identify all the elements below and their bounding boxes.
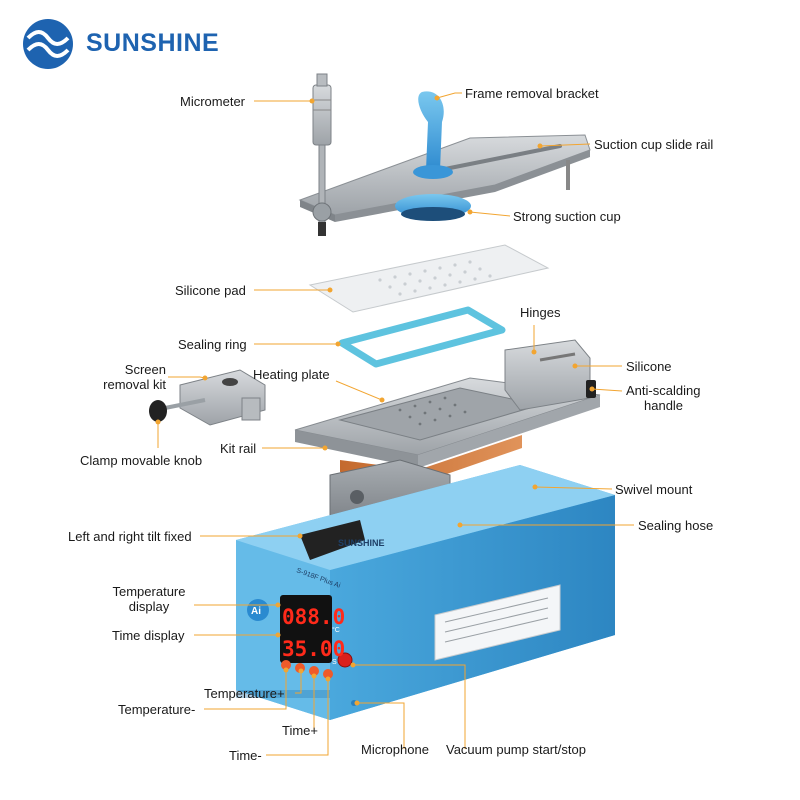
- device-body: [236, 465, 615, 720]
- label-screen-removal-kit-line1: Screen: [124, 362, 166, 377]
- ai-badge: Ai: [251, 606, 261, 617]
- label-temperature-display-line2: display: [128, 599, 170, 614]
- label-temperature-minus: Temperature-: [118, 702, 196, 717]
- label-time-plus: Time+: [282, 723, 318, 738]
- screen-removal-kit-part: [149, 369, 266, 426]
- time-unit: S: [332, 659, 337, 666]
- label-temperature-plus: Temperature+: [204, 686, 285, 701]
- leader-lines: [157, 92, 634, 756]
- label-microphone: Microphone: [361, 742, 429, 757]
- time-reading: 35.00: [282, 637, 345, 661]
- label-strong-suction-cup: Strong suction cup: [513, 209, 621, 224]
- suction-cup-part: [395, 91, 471, 221]
- sunshine-logo-icon: [23, 19, 73, 69]
- label-time-minus: Time-: [229, 748, 262, 763]
- label-sealing-ring: Sealing ring: [178, 337, 247, 352]
- label-swivel-mount: Swivel mount: [615, 482, 693, 497]
- label-clamp-movable-knob: Clamp movable knob: [80, 453, 203, 468]
- label-kit-rail: Kit rail: [220, 441, 257, 456]
- label-anti-scalding-line1: Anti-scalding: [626, 383, 701, 398]
- label-silicone: Silicone: [626, 359, 672, 374]
- brand-name: SUNSHINE: [86, 29, 220, 57]
- label-temperature-display: Temperature display: [104, 584, 194, 614]
- temp-unit: °C: [332, 626, 340, 634]
- label-left-right-tilt-fixed: Left and right tilt fixed: [68, 529, 192, 544]
- temperature-reading: 088.0: [282, 605, 345, 629]
- label-sealing-hose: Sealing hose: [638, 518, 714, 533]
- label-temperature-display-line1: Temperature: [112, 584, 186, 599]
- silicone-pad-part: [308, 244, 550, 313]
- sealing-ring-part: [338, 306, 506, 368]
- label-anti-scalding-line2: handle: [644, 398, 684, 413]
- label-heating-plate: Heating plate: [253, 367, 330, 382]
- leader-dots: [155, 95, 595, 706]
- micrometer-part: [312, 73, 332, 236]
- label-anti-scalding-handle: Anti-scalding handle: [626, 383, 700, 413]
- device-body-logo: SUNSHINE: [338, 538, 385, 548]
- label-hinges: Hinges: [520, 305, 561, 320]
- label-time-display: Time display: [112, 628, 185, 643]
- heating-plate-assembly: [294, 339, 601, 484]
- label-screen-removal-kit: Screen removal kit: [78, 362, 166, 392]
- label-screen-removal-kit-line2: removal kit: [103, 377, 166, 392]
- label-vacuum-pump-start-stop: Vacuum pump start/stop: [446, 742, 586, 757]
- label-frame-removal-bracket: Frame removal bracket: [465, 86, 599, 101]
- label-suction-cup-slide-rail: Suction cup slide rail: [594, 137, 714, 152]
- label-micrometer: Micrometer: [180, 94, 246, 109]
- label-silicone-pad: Silicone pad: [175, 283, 246, 298]
